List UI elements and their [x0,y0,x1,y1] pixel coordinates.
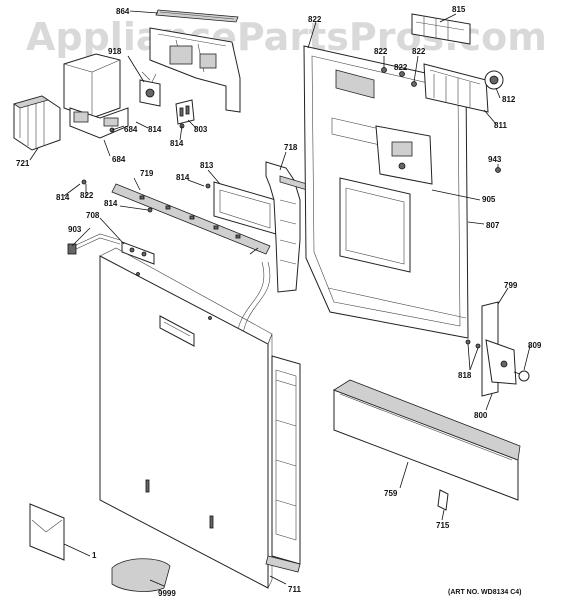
part-918-switch[interactable] [139,71,161,107]
part-809-screw[interactable] [513,370,530,382]
part-812-knob[interactable] [484,70,504,90]
part-1-manual[interactable] [29,503,65,561]
part-813-plate[interactable] [213,181,277,235]
callout-799: 799 [504,281,518,290]
callout-719: 719 [140,169,154,178]
callout-905: 905 [482,195,496,204]
callout-903: 903 [68,225,82,234]
callout-818: 818 [458,371,472,380]
part-811-module[interactable] [423,63,489,113]
art-number: (ART NO. WD8134 C4) [448,589,522,596]
part-711-side-panel[interactable] [265,355,301,573]
callout-814: 814 [56,193,70,202]
part-803-switch[interactable] [175,99,195,125]
callout-822: 822 [80,191,94,200]
callout-759: 759 [384,489,398,498]
callout-822: 822 [308,15,322,24]
part-long-ribbon-cable[interactable] [235,261,271,341]
callout-814: 814 [170,139,184,148]
callout-814: 814 [104,199,118,208]
callout-812: 812 [502,95,516,104]
callout-822: 822 [374,47,388,56]
part-708-control-board[interactable] [121,241,155,265]
callout-800: 800 [474,411,488,420]
callout-684: 684 [124,125,138,134]
callout-814: 814 [176,173,190,182]
callout-718: 718 [284,143,298,152]
callout-9999: 9999 [158,589,176,598]
callout-708: 708 [86,211,100,220]
callout-813: 813 [200,161,214,170]
callout-684: 684 [112,155,126,164]
screw-group-top[interactable] [381,67,501,173]
callout-1: 1 [92,551,97,560]
callout-labels: 864 822 815 918 822 822 822 812 684 814 … [16,5,542,598]
part-807-inner-door[interactable] [303,45,469,339]
part-864-strip[interactable] [155,9,239,23]
callout-822: 822 [412,47,426,56]
callout-864: 864 [116,7,130,16]
callout-943: 943 [488,155,502,164]
callout-815: 815 [452,5,466,14]
callout-807: 807 [486,221,500,230]
part-800-hinge[interactable] [481,301,517,397]
part-719-control-panel[interactable] [111,183,271,255]
callout-918: 918 [108,47,122,56]
part-715-screw[interactable] [437,489,449,511]
screw-group-left[interactable] [81,123,211,213]
part-815[interactable] [411,13,471,45]
part-721-assembly[interactable] [13,95,61,151]
leader-lines [29,10,531,587]
callout-721: 721 [16,159,30,168]
callout-814: 814 [148,125,162,134]
part-903-ribbon-cable[interactable] [67,233,121,255]
part-outer-door[interactable] [99,247,273,589]
part-9999-bag[interactable] [111,558,171,592]
callout-715: 715 [436,521,450,530]
callout-809: 809 [528,341,542,350]
screw-group-818[interactable] [465,339,481,349]
part-bracket-cluster[interactable] [149,27,241,113]
callout-822: 822 [394,63,408,72]
callout-711: 711 [288,585,301,594]
callout-803: 803 [194,125,208,134]
part-759-bottom-trim[interactable] [333,379,521,501]
part-dispenser-housing[interactable] [63,53,129,139]
callout-811: 811 [494,121,507,130]
